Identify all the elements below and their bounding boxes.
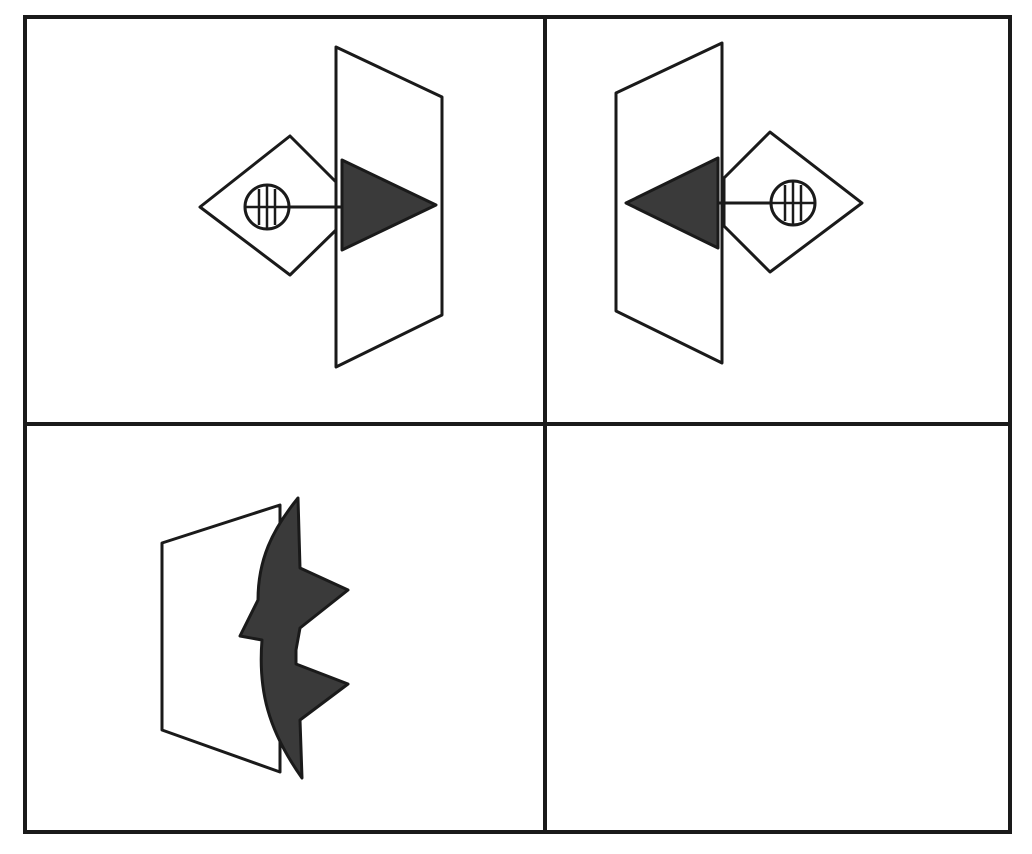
grid-frame: [23, 15, 1012, 834]
panel-bottom-left: [160, 496, 350, 780]
panel-top-right: [614, 41, 864, 365]
trapezoid-shape: [160, 503, 282, 774]
dark-triangle-pointing-right: [340, 158, 438, 252]
panel-top-left: [198, 45, 444, 369]
empty-answer-slot: [549, 428, 1008, 830]
panel-bottom-right: [549, 428, 1008, 830]
striped-circle: [769, 179, 817, 227]
striped-circle: [243, 183, 291, 231]
dark-double-arrowhead: [238, 496, 350, 780]
dark-triangle-pointing-left: [624, 156, 720, 250]
